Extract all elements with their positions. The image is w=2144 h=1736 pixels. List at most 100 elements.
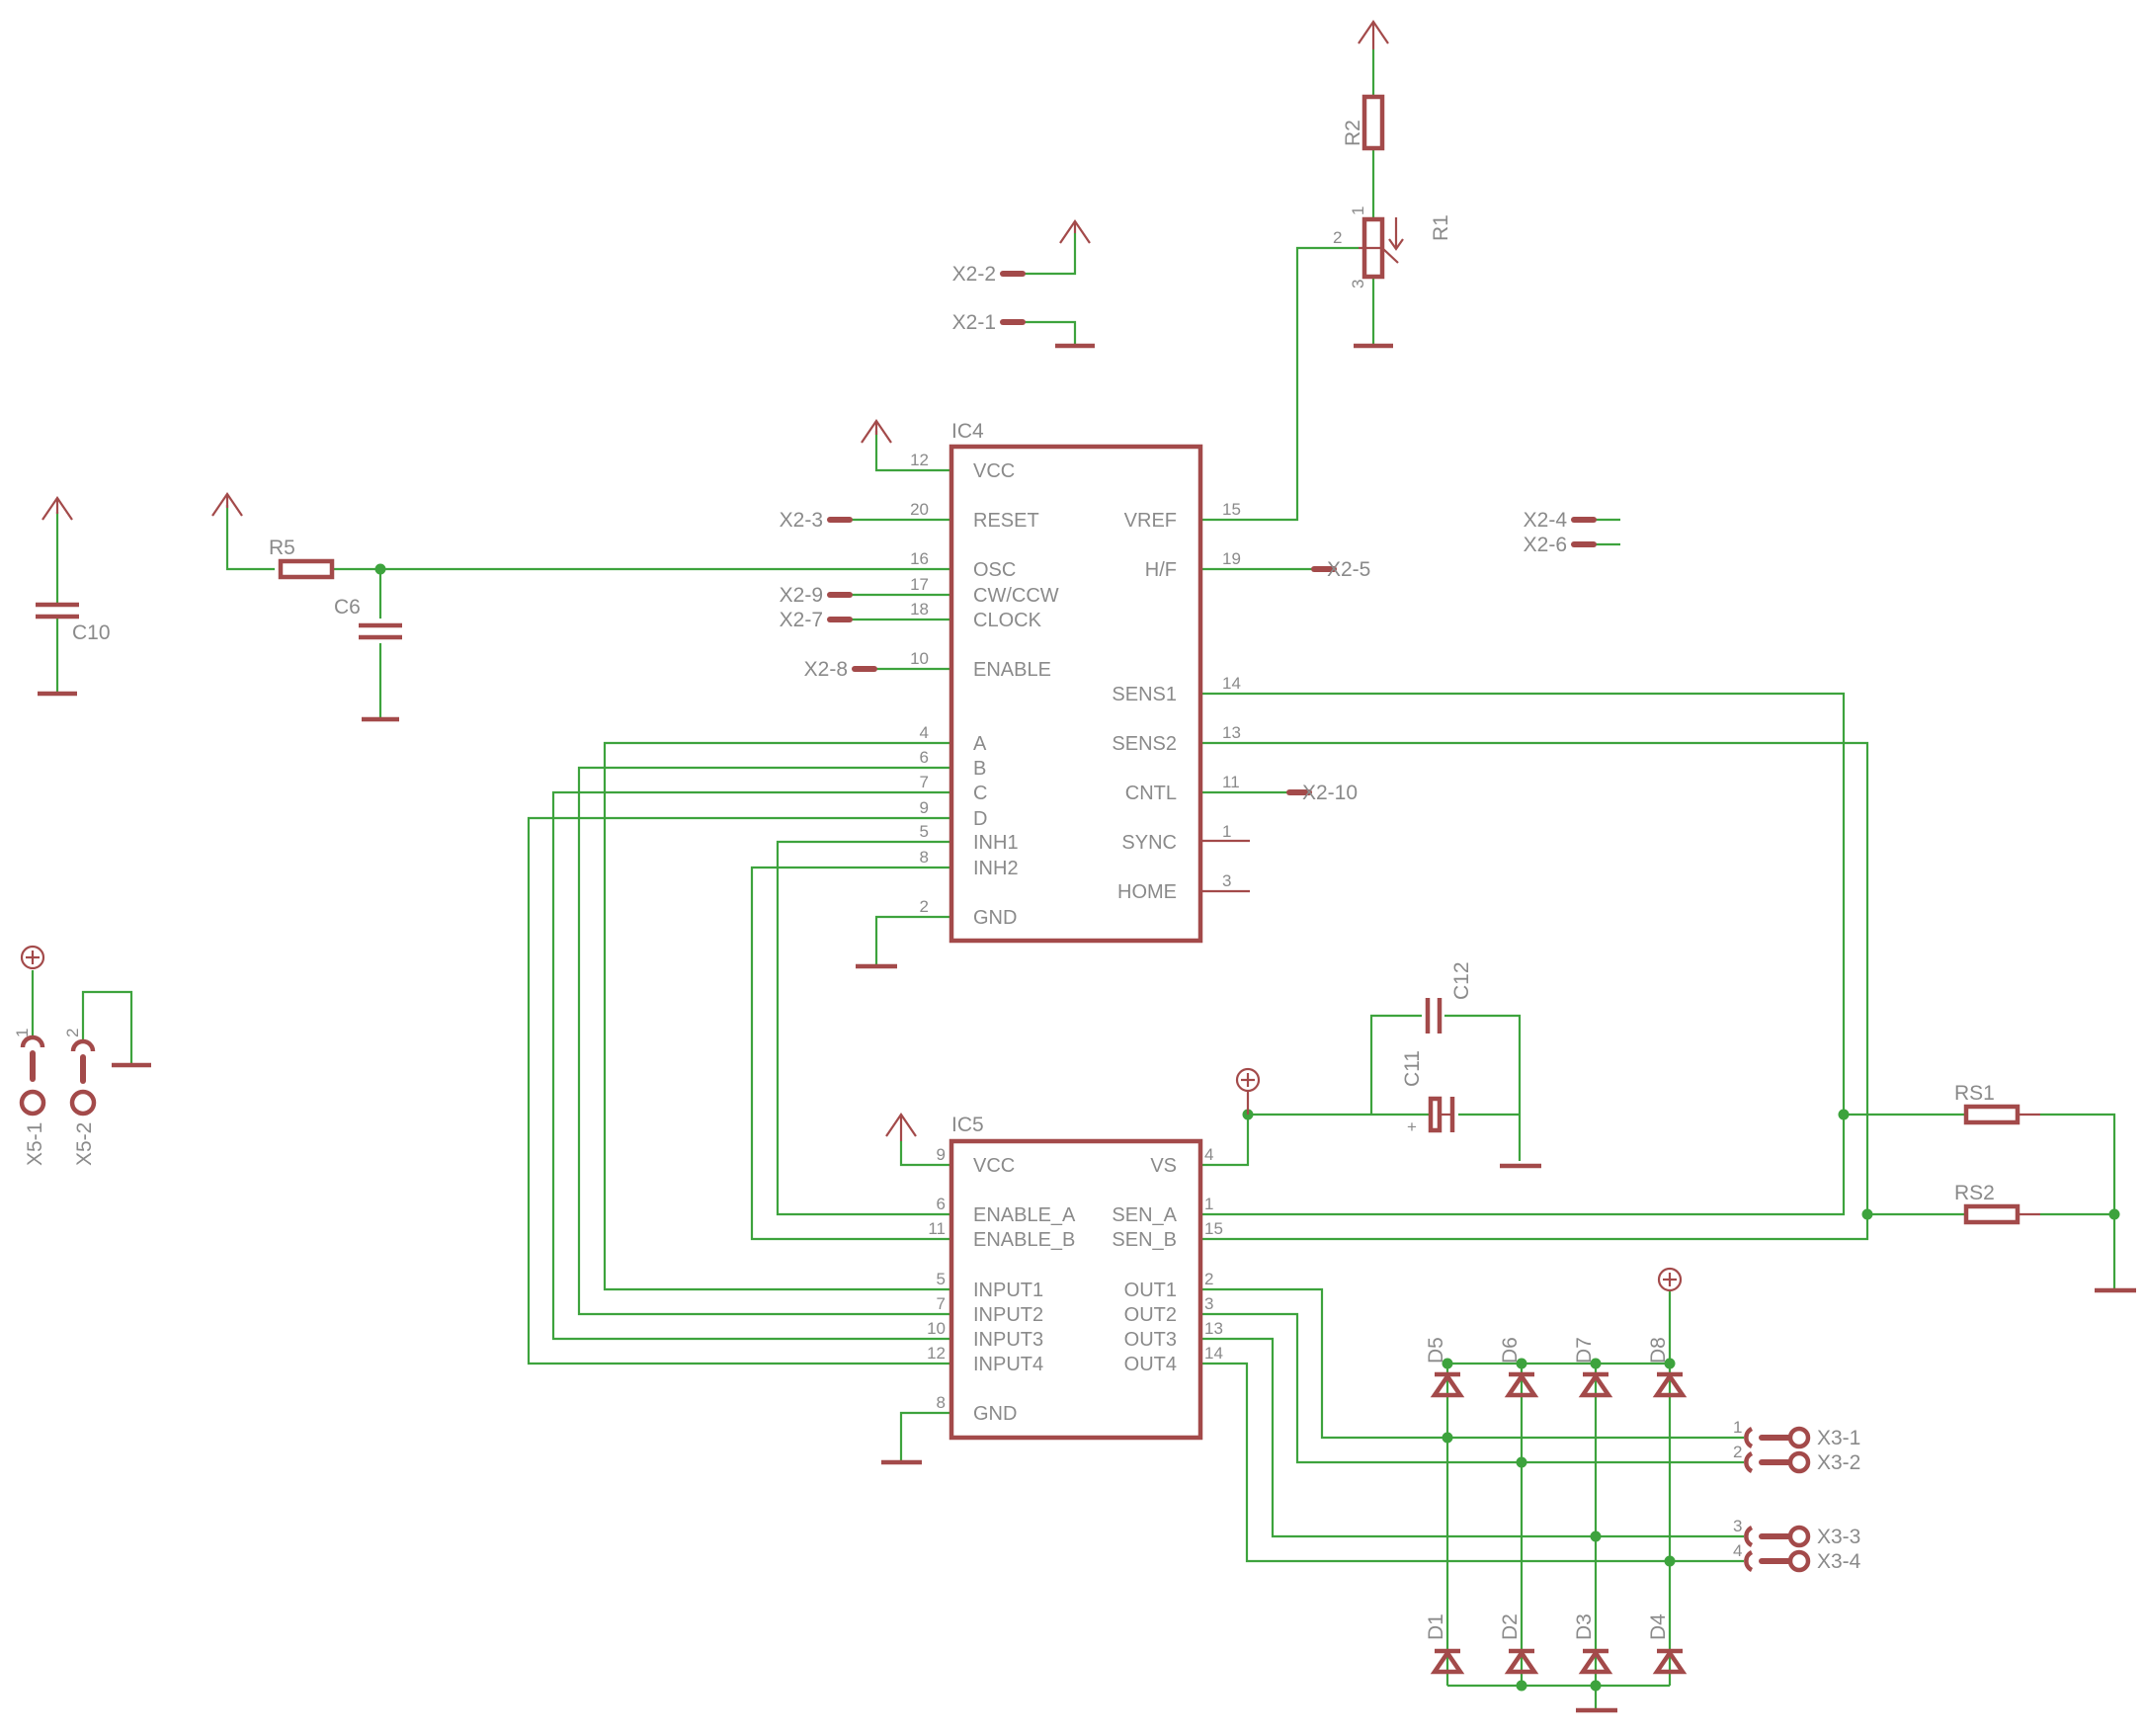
ic4-right-pin-leads — [1200, 839, 1250, 893]
svg-text:13: 13 — [1222, 723, 1241, 742]
svg-text:6: 6 — [920, 748, 929, 767]
vcc-arrow-ic5 — [885, 1113, 917, 1141]
svg-text:4: 4 — [920, 723, 929, 742]
capacitor-c11: + C11 — [1401, 1050, 1455, 1136]
capacitor-c10: C10 — [36, 602, 111, 644]
net-x2-8: X2-8 — [804, 658, 848, 681]
svg-text:2: 2 — [1733, 1443, 1742, 1461]
ic5-pin-out4: OUT4 — [1124, 1354, 1177, 1375]
junctions — [374, 563, 2120, 1692]
diode-d7: D7 — [1573, 1337, 1613, 1398]
vcc-arrow-r5 — [211, 492, 243, 517]
svg-text:15: 15 — [1222, 500, 1241, 519]
ic5-pin-input2: INPUT2 — [973, 1304, 1043, 1326]
net-x2-5: X2-5 — [1327, 558, 1370, 581]
x5-plus-symbol — [20, 945, 45, 970]
svg-text:8: 8 — [920, 848, 929, 867]
svg-text:R1: R1 — [1430, 214, 1452, 241]
ic5-pin-sen-a: SEN_A — [1112, 1204, 1177, 1226]
ic4-pin-clock: CLOCK — [973, 610, 1042, 631]
diode-d8: D8 — [1647, 1337, 1688, 1398]
net-labels: X2-2 X2-1 X2-3 X2-9 X2-7 X2-8 X2-5 X2-10… — [780, 263, 1861, 1573]
diode-d1: D1 — [1425, 1613, 1465, 1675]
svg-text:RS1: RS1 — [1954, 1082, 1995, 1105]
svg-text:1: 1 — [1349, 207, 1367, 215]
svg-text:12: 12 — [910, 451, 929, 469]
capacitor-c12: C12 — [1425, 961, 1473, 1033]
ic4-pin-home: HOME — [1117, 881, 1177, 903]
svg-text:10: 10 — [910, 649, 929, 668]
svg-text:20: 20 — [910, 500, 929, 519]
svg-text:11: 11 — [1222, 773, 1240, 791]
svg-text:4: 4 — [1204, 1145, 1213, 1164]
ic4-pin-d: D — [973, 808, 987, 830]
net-x2-10: X2-10 — [1302, 782, 1358, 804]
ic4-pin-a: A — [973, 733, 987, 755]
connector-x3: 1 2 3 4 — [1733, 1418, 1811, 1573]
svg-text:17: 17 — [910, 575, 929, 594]
ic4-pin-osc: OSC — [973, 559, 1016, 581]
svg-text:C6: C6 — [334, 596, 361, 619]
svg-text:2: 2 — [1204, 1270, 1213, 1288]
ic4-name: IC4 — [951, 420, 984, 443]
net-x2-4: X2-4 — [1524, 509, 1568, 532]
svg-text:5: 5 — [937, 1270, 946, 1288]
ic4-pin-enable: ENABLE — [973, 659, 1051, 681]
svg-text:C10: C10 — [72, 621, 111, 644]
vcc-arrow-x2-2 — [1059, 219, 1091, 244]
ic4-pin-c: C — [973, 783, 987, 804]
svg-text:1: 1 — [1222, 822, 1231, 841]
svg-text:C12: C12 — [1450, 961, 1473, 1000]
vcc-arrow-c10 — [41, 496, 73, 521]
ic5: IC5 9 6 11 5 7 10 12 8 VCC ENABLE_A ENAB… — [927, 1114, 1223, 1441]
resistor-rs2: RS2 — [1954, 1182, 2040, 1225]
diode-d3: D3 — [1573, 1613, 1613, 1675]
ic5-pin-vcc: VCC — [973, 1155, 1015, 1177]
capacitor-c6: C6 — [334, 596, 402, 640]
x2-pin-stubs — [827, 271, 1597, 795]
net-x2-6: X2-6 — [1524, 534, 1567, 556]
ic4-pin-sync: SYNC — [1121, 832, 1177, 854]
connector-x5: 1X5-1 2X5-2 — [13, 1029, 97, 1166]
svg-text:1: 1 — [1733, 1418, 1742, 1437]
svg-text:5: 5 — [920, 822, 929, 841]
svg-text:R2: R2 — [1342, 120, 1364, 146]
svg-text:14: 14 — [1204, 1344, 1223, 1363]
ic4-pin-inh2: INH2 — [973, 858, 1019, 879]
svg-text:7: 7 — [937, 1294, 946, 1313]
net-x2-2: X2-2 — [952, 263, 996, 286]
svg-text:10: 10 — [927, 1319, 946, 1338]
svg-text:D2: D2 — [1499, 1613, 1522, 1640]
bridge-plus-symbol — [1657, 1267, 1683, 1292]
ic5-pin-out2: OUT2 — [1124, 1304, 1177, 1326]
svg-text:7: 7 — [920, 773, 929, 791]
svg-text:+: + — [1407, 1117, 1417, 1136]
ground-symbols — [38, 343, 2136, 1713]
svg-text:1: 1 — [13, 1029, 32, 1037]
svg-text:D1: D1 — [1425, 1613, 1447, 1640]
svg-text:D6: D6 — [1499, 1337, 1522, 1364]
supply-arrows — [41, 20, 1389, 1141]
ic5-pin-out1: OUT1 — [1124, 1280, 1177, 1301]
ic4-pin-cntl: CNTL — [1125, 783, 1177, 804]
resistor-r2: R2 — [1342, 94, 1385, 151]
svg-text:15: 15 — [1204, 1219, 1223, 1238]
svg-text:D5: D5 — [1425, 1337, 1447, 1364]
diodes: D5 D6 D7 D8 D1 D2 D3 D4 — [1425, 1337, 1688, 1675]
svg-text:X5-1: X5-1 — [24, 1122, 46, 1166]
ic5-pin-enable-a: ENABLE_A — [973, 1204, 1076, 1226]
vcc-arrow-ic4 — [861, 419, 892, 444]
ic4-pin-gnd: GND — [973, 907, 1017, 929]
svg-text:R5: R5 — [269, 537, 295, 559]
vs-plus-symbol — [1235, 1067, 1261, 1115]
svg-text:16: 16 — [910, 549, 929, 568]
ic4-pin-b: B — [973, 758, 986, 780]
svg-text:C11: C11 — [1401, 1050, 1424, 1087]
ic5-name: IC5 — [951, 1114, 984, 1136]
ic5-pin-sen-b: SEN_B — [1112, 1229, 1177, 1251]
svg-text:3: 3 — [1204, 1294, 1213, 1313]
resistor-r5: R5 — [269, 537, 335, 580]
net-x3-3: X3-3 — [1817, 1526, 1860, 1548]
svg-text:2: 2 — [63, 1029, 82, 1037]
svg-text:1: 1 — [1204, 1195, 1213, 1213]
